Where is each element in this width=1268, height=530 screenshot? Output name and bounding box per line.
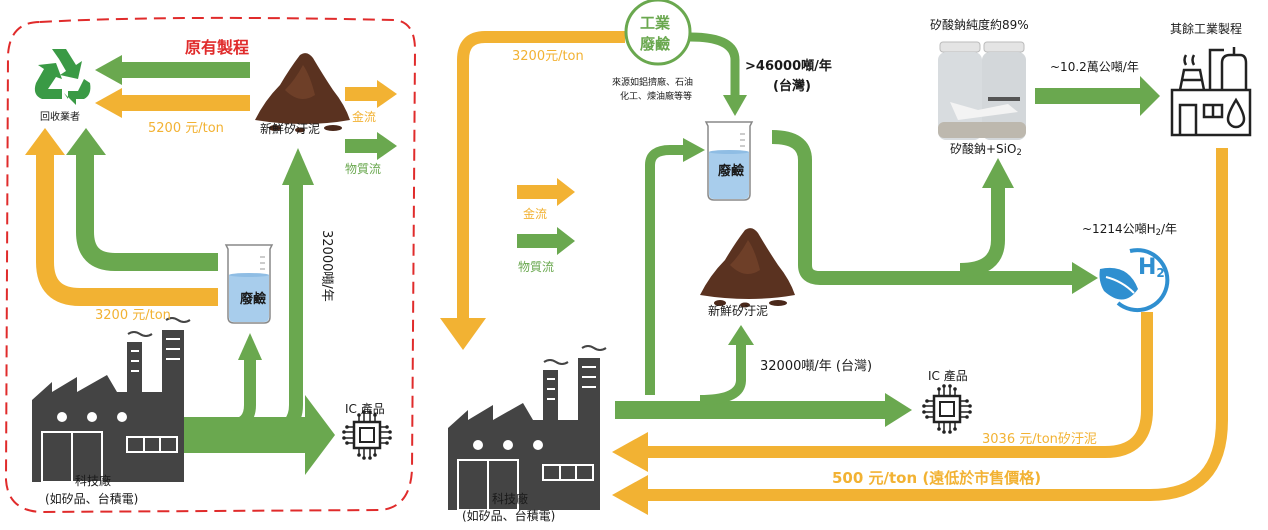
factory-label-left-line2: (如矽品、台積電) xyxy=(45,492,139,506)
ic-chip-icon-right xyxy=(920,382,974,436)
money-flow-industry-to-factory xyxy=(645,148,1228,501)
legend-money-arrow-left xyxy=(345,80,397,108)
waste-alkali-label-right: 廢鹼 xyxy=(718,164,745,179)
material-flow-alkali-to-recycler xyxy=(76,152,218,271)
silicate-volume-label: ~10.2萬公噸/年 xyxy=(1050,60,1139,74)
alkali-source-line1: 來源如鋁擠廠、石油 xyxy=(612,78,694,88)
money-flow-alkali-to-recycler xyxy=(36,152,218,306)
recycler-label: 回收業者 xyxy=(40,112,80,123)
green-hydrogen-icon xyxy=(1099,248,1170,313)
price-label-500: 500 元/ton (遠低於市售價格) xyxy=(832,469,1042,487)
original-process-frame xyxy=(4,16,417,514)
money-flow-hydrogen-to-factory xyxy=(645,312,1153,458)
other-industry-label: 其餘工業製程 xyxy=(1170,22,1243,36)
sludge-label-right: 新鮮矽汙泥 xyxy=(708,304,769,318)
silicate-purity-label: 矽酸鈉純度約89% xyxy=(930,18,1029,32)
volume-label-vertical: 32000噸/年 xyxy=(319,230,334,302)
factory-icon-left xyxy=(31,317,191,483)
hydrogen-volume-label: ~1214公噸H2/年 xyxy=(1082,222,1178,238)
industrial-alkali-label-line2: 廢鹼 xyxy=(640,35,671,53)
waste-alkali-beaker-left xyxy=(225,244,273,324)
legend-money-arrow-right xyxy=(517,178,575,206)
other-industry-plant-icon xyxy=(1170,47,1252,137)
sludge-volume-label: 32000噸/年 (台灣) xyxy=(760,359,873,374)
price-label-3200-right: 3200元/ton xyxy=(512,49,584,64)
legend-material-label-left: 物質流 xyxy=(345,162,382,176)
legend-money-label-right: 金流 xyxy=(523,207,548,221)
ic-product-label-right: IC 產品 xyxy=(928,369,968,383)
recycle-icon xyxy=(34,49,91,105)
factory-label-left-line1: 科技廠 xyxy=(75,474,112,488)
material-flow-factory-to-beaker xyxy=(645,145,685,395)
original-process-title: 原有製程 xyxy=(185,38,250,57)
ic-chip-icon-left xyxy=(340,408,394,462)
price-label-3200-left: 3200 元/ton xyxy=(95,308,171,323)
legend-money-label-left: 金流 xyxy=(352,110,377,124)
legend-material-label-right: 物質流 xyxy=(518,260,555,274)
money-flow-to-alkali-supplier xyxy=(457,31,625,320)
industrial-alkali-circle xyxy=(624,0,692,66)
factory-icon-right xyxy=(447,345,607,511)
alkali-volume-line2: (台灣) xyxy=(773,79,811,94)
sodium-silicate-jars-image xyxy=(938,41,1026,140)
price-label-3036: 3036 元/ton矽汙泥 xyxy=(982,432,1097,447)
alkali-source-line2: 化工、煉油廠等等 xyxy=(620,92,693,102)
money-arrow-to-recycler xyxy=(95,88,250,118)
sludge-image-right xyxy=(700,228,795,308)
factory-label-right-line1: 科技廠 xyxy=(492,492,529,506)
legend-material-arrow-left xyxy=(345,132,397,160)
material-flow-alkali-to-beaker xyxy=(689,32,740,95)
alkali-volume-line1: >46000噸/年 xyxy=(745,59,832,74)
sludge-label-left: 新鮮矽汙泥 xyxy=(260,122,321,136)
price-label-5200: 5200 元/ton xyxy=(148,121,224,136)
hydrogen-icon-text: H2 xyxy=(1138,255,1165,280)
factory-label-right-line2: (如矽品、台積電) xyxy=(462,509,556,523)
industrial-alkali-label-line1: 工業 xyxy=(640,14,671,32)
waste-alkali-label-left: 廢鹼 xyxy=(240,292,267,307)
silicate-product-label: 矽酸鈉+SiO2 xyxy=(950,142,1022,158)
material-flow-beaker-to-products xyxy=(771,130,1075,285)
ic-product-label-left: IC 產品 xyxy=(345,402,385,416)
material-arrow-silicate-to-industry xyxy=(1035,76,1160,116)
legend-material-arrow-right xyxy=(517,227,575,255)
material-arrow-to-recycler xyxy=(95,55,250,85)
